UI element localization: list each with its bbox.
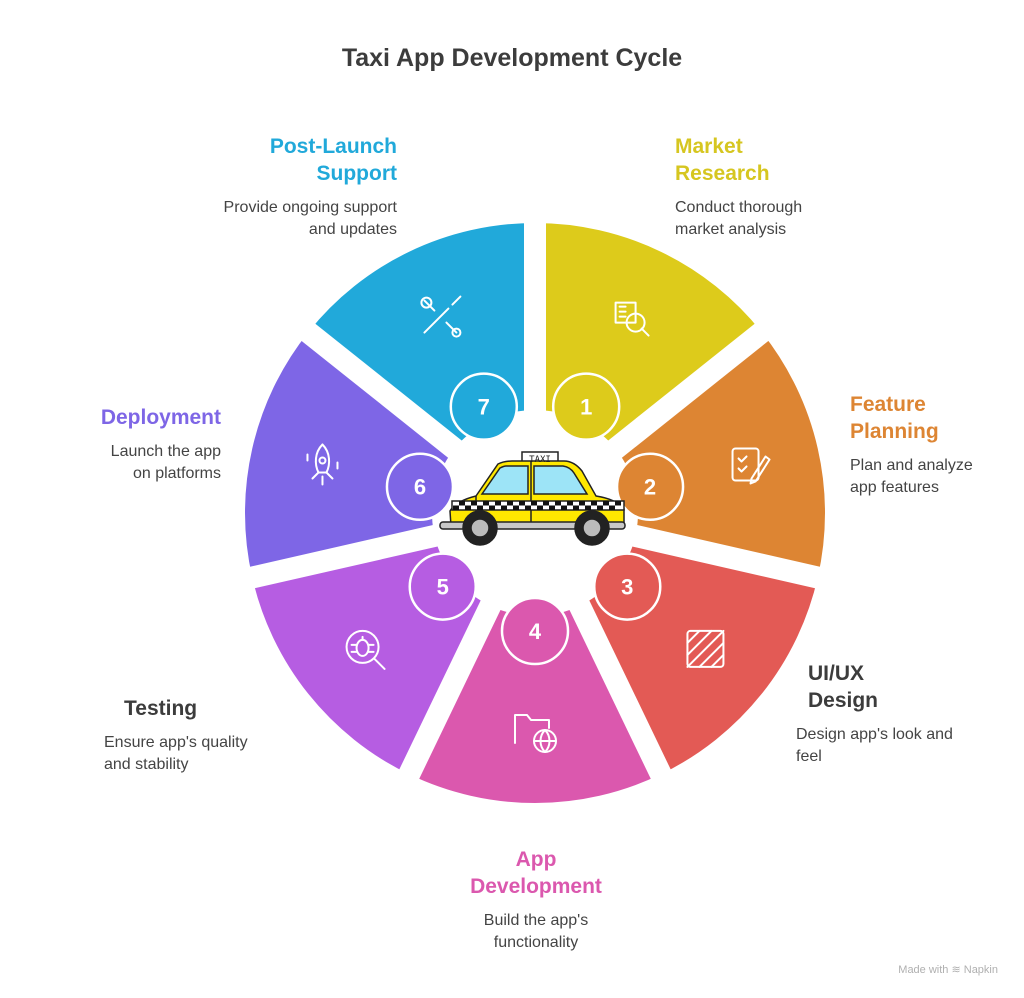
step-title: UI/UX Design [808,662,879,712]
step-description: Launch the app on platforms [110,443,221,482]
market-research-icon [614,301,650,337]
step-title: App Development [470,848,602,898]
step-description: Conduct thorough market analysis [675,199,803,238]
step-title: Market Research [675,135,770,185]
step-description: Provide ongoing support and updates [223,199,397,238]
hatched-square-icon [686,629,725,668]
step-label-1: Market Research Conduct thorough market … [675,133,895,241]
step-title: Post-Launch Support [269,135,397,185]
step-number: 5 [437,575,449,600]
step-label-2: Feature Planning Plan and analyze app fe… [850,391,1024,499]
taxi-sign: TAXI [529,455,551,465]
napkin-credit: Made with ≋ Napkin [898,964,998,976]
step-title: Feature Planning [850,393,939,443]
step-description: Plan and analyze app features [850,457,973,496]
step-number-badge: 3 [593,552,662,621]
step-number-badge: 2 [615,452,685,521]
step-number: 2 [644,475,656,500]
tools-icon [420,295,462,338]
step-number: 4 [529,619,542,644]
step-number: 6 [414,475,426,500]
step-number: 3 [621,575,633,600]
taxi-car-illustration: TAXI [439,451,626,546]
folder-globe-icon [514,714,557,753]
step-title: Deployment [100,406,221,429]
step-number-badge: 7 [449,372,519,441]
step-number-badge: 1 [551,372,621,441]
bug-search-icon [345,629,386,670]
step-label-3: UI/UX Design Design app's look and feel [796,660,1024,768]
step-number-badge: 6 [385,452,455,521]
step-label-5: Testing Ensure app's quality and stabili… [104,695,324,776]
step-number-badge: 5 [408,552,477,621]
step-title: Testing [124,697,198,720]
checklist-icon [731,447,771,485]
step-label-4: App Development Build the app's function… [426,846,646,954]
step-number-badge: 4 [500,596,570,666]
page-title: Taxi App Development Cycle [341,44,683,72]
step-description: Design app's look and feel [796,726,953,765]
step-description: Ensure app's quality and stability [104,734,248,773]
rocket-icon [306,443,339,486]
step-number: 7 [478,395,490,420]
step-description: Build the app's functionality [483,912,589,951]
step-number: 1 [580,395,592,420]
step-label-6: Deployment Launch the app on platforms [1,404,221,485]
step-label-7: Post-Launch Support Provide ongoing supp… [177,133,397,241]
